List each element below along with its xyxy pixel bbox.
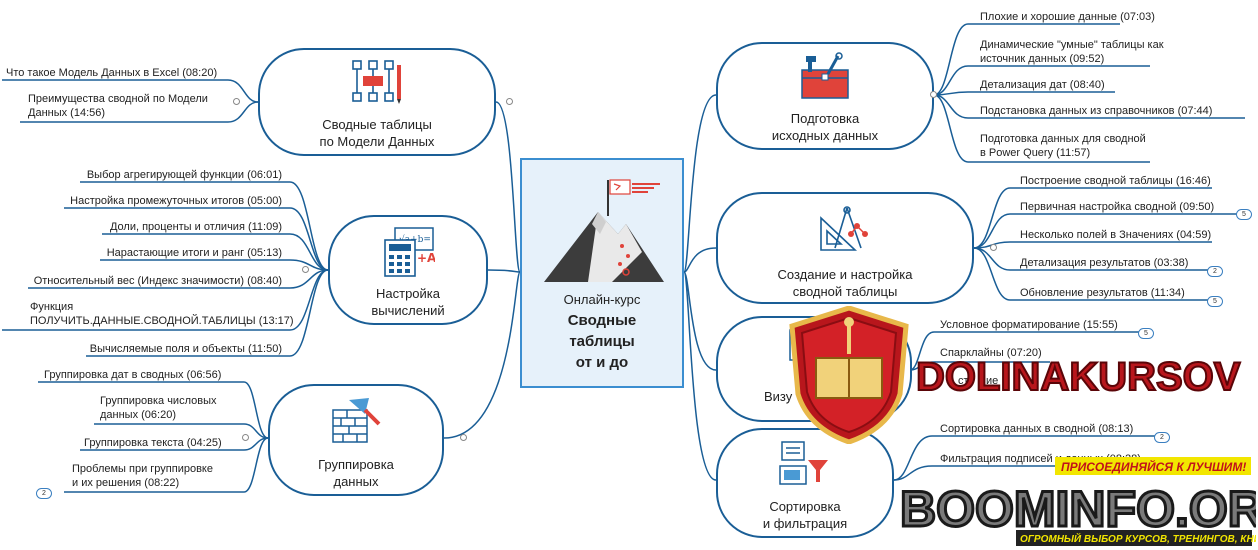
svg-text:DOLINAKURSOV: DOLINAKURSOV [916, 355, 1241, 399]
collapse-toggle[interactable] [302, 266, 309, 273]
count-badge[interactable]: 5 [1138, 328, 1154, 339]
collapse-toggle[interactable] [242, 434, 249, 441]
leaf-item[interactable]: Проблемы при группировке и их решения (0… [72, 463, 213, 489]
leaf-item[interactable]: Что такое Модель Данных в Excel (08:20) [6, 67, 218, 79]
leaf-item[interactable]: Нарастающие итоги и ранг (05:13) [106, 247, 282, 259]
count-badge[interactable]: 5 [1207, 296, 1223, 307]
topic-label: Группировка данных [318, 457, 394, 489]
leaf-item[interactable]: Детализация дат (08:40) [980, 79, 1105, 91]
leaf-item[interactable]: Вычисляемые поля и объекты (11:50) [89, 343, 282, 355]
leaf-item[interactable]: Несколько полей в Значениях (04:59) [1020, 229, 1212, 241]
collapse-toggle[interactable] [990, 244, 997, 251]
leaf-item[interactable]: Динамические "умные" таблицы как источни… [980, 39, 1164, 65]
course-type-label: Онлайн-курс [563, 292, 641, 307]
leaf-item[interactable]: Относительный вес (Индекс значимости) (0… [33, 275, 282, 287]
calculator-icon: √a+b= +A [384, 227, 435, 277]
topic-create-pivot[interactable]: Создание и настройка сводной таблицы [716, 192, 974, 304]
leaf-item[interactable]: Подготовка данных для сводной в Power Qu… [980, 133, 1146, 159]
topic-sorting-filtering[interactable]: Сортировка и фильтрация [716, 428, 894, 538]
topic-grouping[interactable]: Группировка данных [268, 384, 444, 496]
topic-label: Визу [764, 389, 793, 404]
leaf-item-fragment: ст [958, 375, 969, 387]
topic-label: Сортировка и фильтрация [762, 499, 848, 531]
leaf-item[interactable]: Группировка числовых данных (06:20) [100, 395, 217, 421]
toolbox-icon [801, 52, 849, 99]
topic-label: Настройка вычислений [371, 286, 445, 318]
leaf-item-fragment: ие [986, 375, 999, 387]
svg-text:BOOMINFO.ORG: BOOMINFO.ORG [900, 481, 1256, 537]
collapse-toggle[interactable] [930, 91, 937, 98]
leaf-item[interactable]: Сортировка данных в сводной (08:13) [940, 423, 1134, 435]
collapse-toggle[interactable] [233, 98, 240, 105]
topic-label: Сводные таблицы по Модели Данных [319, 117, 435, 149]
drafting-tools-icon [820, 206, 868, 251]
collapse-toggle[interactable] [460, 434, 467, 441]
topic-label: Создание и настройка сводной таблицы [777, 267, 913, 299]
leaf-item[interactable]: Условное форматирование (15:55) [940, 319, 1118, 331]
filter-chart-icon [779, 441, 828, 485]
boominfo-logo: BOOMINFO.ORG ОГРОМНЫЙ ВЫБОР КУРСОВ, ТРЕН… [899, 480, 1256, 546]
leaf-item[interactable]: Детализация результатов (03:38) [1020, 257, 1189, 269]
leaf-item[interactable]: Группировка текста (04:25) [84, 437, 222, 449]
leaf-item[interactable]: Плохие и хорошие данные (07:03) [980, 11, 1155, 23]
svg-text:+A: +A [417, 251, 435, 265]
flowchart-pencil-icon [352, 60, 401, 104]
leaf-item[interactable]: Построение сводной таблицы (16:46) [1020, 175, 1211, 187]
leaf-item[interactable]: Группировка дат в сводных (06:56) [44, 369, 222, 381]
count-badge[interactable]: 2 [36, 488, 52, 499]
topic-data-preparation[interactable]: Подготовка исходных данных [716, 42, 934, 150]
leaf-item[interactable]: Подстановка данных из справочников (07:4… [980, 105, 1213, 117]
dolinakursov-logo: DOLINAKURSOV [915, 354, 1242, 400]
slogan-banner: ПРИСОЕДИНЯЙСЯ К ЛУЧШИМ! [1055, 457, 1251, 475]
svg-text:ПРИСОЕДИНЯЙСЯ К ЛУЧШИМ!: ПРИСОЕДИНЯЙСЯ К ЛУЧШИМ! [1061, 458, 1246, 474]
count-badge[interactable]: 2 [1154, 432, 1170, 443]
leaf-item[interactable]: Обновление результатов (11:34) [1020, 287, 1185, 299]
central-topic[interactable]: Онлайн-курс Сводные таблицы от и до [520, 158, 684, 388]
course-title: Сводные таблицы от и до [567, 312, 637, 371]
mountain-flag-icon [544, 179, 664, 282]
leaf-item[interactable]: Настройка промежуточных итогов (05:00) [70, 195, 282, 207]
count-badge[interactable]: 2 [1207, 266, 1223, 277]
leaf-item[interactable]: Доли, проценты и отличия (11:09) [109, 221, 282, 233]
topic-calculations[interactable]: √a+b= +A Настройка вычислений [328, 215, 488, 325]
count-badge[interactable]: 5 [1236, 209, 1252, 220]
collapse-toggle[interactable] [506, 98, 513, 105]
topic-pivot-data-model[interactable]: Сводные таблицы по Модели Данных [258, 48, 496, 156]
leaf-item[interactable]: Выбор агрегирующей функции (06:01) [86, 169, 282, 181]
leaf-item[interactable]: Преимущества сводной по Модели Данных (1… [28, 93, 208, 119]
svg-text:ОГРОМНЫЙ ВЫБОР КУРСОВ, ТРЕНИНГ: ОГРОМНЫЙ ВЫБОР КУРСОВ, ТРЕНИНГОВ, КНИГ [1020, 532, 1256, 545]
brick-wall-trowel-icon [332, 398, 381, 443]
leaf-item[interactable]: Функция ПОЛУЧИТЬ.ДАННЫЕ.СВОДНОЙ.ТАБЛИЦЫ … [30, 301, 294, 327]
leaf-item[interactable]: Спарклайны (07:20) [940, 347, 1042, 359]
topic-label: Подготовка исходных данных [771, 111, 879, 143]
leaf-item[interactable]: Первичная настройка сводной (09:50) [1020, 201, 1215, 213]
shield-book-logo [789, 306, 909, 444]
